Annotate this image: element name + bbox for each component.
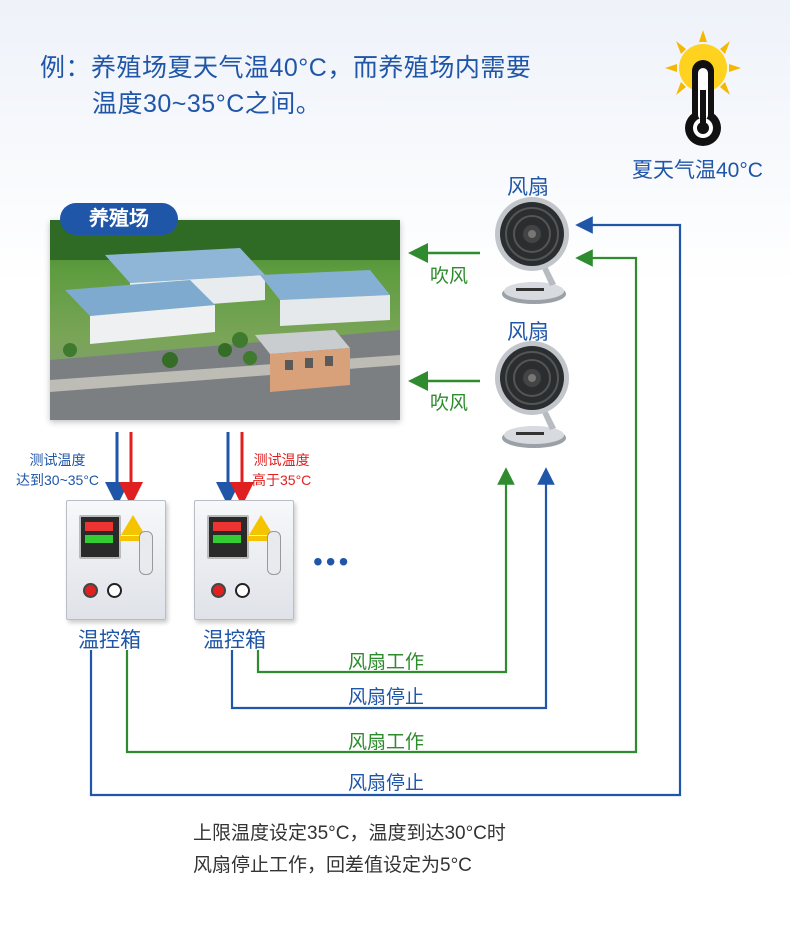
desk-fan-icon [495,341,569,448]
indicator-light-icon [211,583,226,598]
inner-stop-label: 风扇停止 [348,687,425,708]
fan-1-label: 风扇 [507,176,549,199]
more-boxes-ellipsis: ••• [313,546,352,577]
desk-fan-icon [495,197,569,304]
thermostat-display-icon [79,515,121,559]
warning-icon [121,515,145,535]
inner-stop-line [230,467,555,710]
warning-icon [249,515,273,535]
fan-1-blow-label: 吹风 [430,266,469,287]
footnote-line-1: 上限温度设定35°C，温度到达30°C时 [193,823,506,844]
outer-stop-line [89,216,682,797]
controller-2-label: 温控箱 [203,629,266,652]
fan-2-label: 风扇 [507,321,549,344]
weather-label: 夏天气温40°C [632,159,763,182]
controller-1-note: 测试温度 达到30~35°C [16,450,99,490]
switch-knob-icon [235,583,250,598]
temperature-control-box-2 [194,500,294,620]
controller-2-note: 测试温度 高于35°C [252,450,311,490]
header-line-2: 温度30~35°C之间。 [92,90,322,118]
door-handle-icon [139,531,153,575]
farm-badge: 养殖场 [60,203,178,235]
controller-1-label: 温控箱 [78,629,141,652]
outer-stop-label: 风扇停止 [348,773,425,794]
inner-work-line [256,467,515,674]
thermostat-display-icon [207,515,249,559]
controller-1-note-line1: 测试温度 [29,452,86,468]
temperature-control-box-1 [66,500,166,620]
switch-knob-icon [107,583,122,598]
door-handle-icon [267,531,281,575]
farm-aerial-image [50,220,400,420]
indicator-light-icon [83,583,98,598]
header-line-1: 例：养殖场夏天气温40°C，而养殖场内需要 [40,54,532,82]
controller-2-note-line2: 高于35°C [252,472,312,488]
inner-work-label: 风扇工作 [348,652,425,673]
sun-thermometer-icon [665,30,741,146]
fan-2-blow-label: 吹风 [430,393,469,414]
footnote-line-2: 风扇停止工作，回差值设定为5°C [193,855,472,876]
controller-1-note-line2: 达到30~35°C [16,472,100,488]
outer-work-line [125,249,638,754]
outer-work-label: 风扇工作 [348,732,425,753]
controller-2-note-line1: 测试温度 [253,452,310,468]
